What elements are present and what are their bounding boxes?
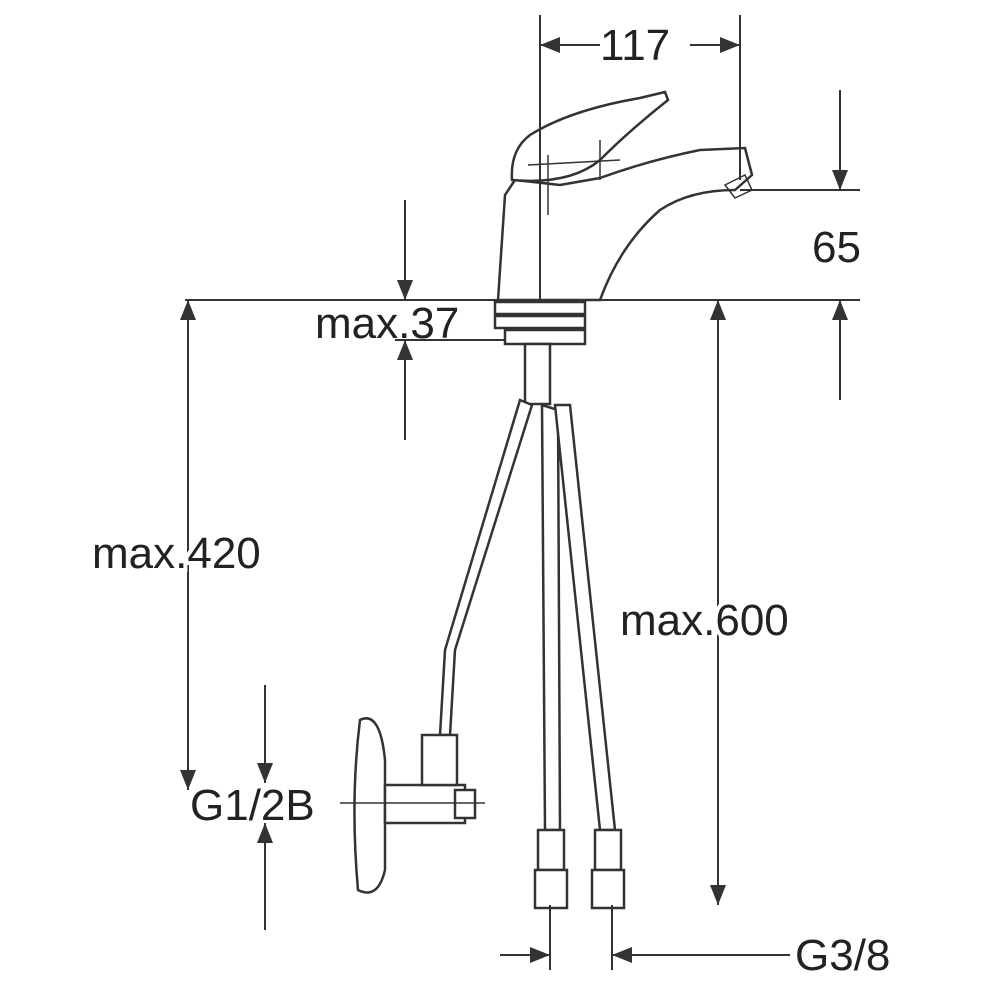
- label-max600: max.600: [620, 596, 789, 645]
- dimension-g38: G3/8: [500, 905, 890, 980]
- label-max37: max.37: [315, 299, 459, 348]
- lever-handle: [510, 90, 670, 183]
- dimension-max600: max.600: [616, 300, 793, 905]
- dimension-117: 117: [539, 15, 741, 300]
- dimension-65: 65: [185, 90, 861, 400]
- faucet-body: [493, 90, 754, 406]
- hoses: [438, 398, 626, 910]
- wall-rosette: [353, 717, 387, 894]
- dimension-max37: max.37: [315, 200, 505, 440]
- dimension-max420: max.420: [88, 300, 265, 790]
- label-g12b: G1/2B: [190, 781, 315, 830]
- label-117: 117: [600, 21, 670, 70]
- mounting-nut: [493, 300, 587, 406]
- label-max420: max.420: [92, 529, 261, 578]
- dimension-g12b: G1/2B: [190, 685, 315, 930]
- label-g38: G3/8: [795, 931, 890, 980]
- angle-valve: [340, 717, 485, 894]
- label-65: 65: [812, 223, 861, 272]
